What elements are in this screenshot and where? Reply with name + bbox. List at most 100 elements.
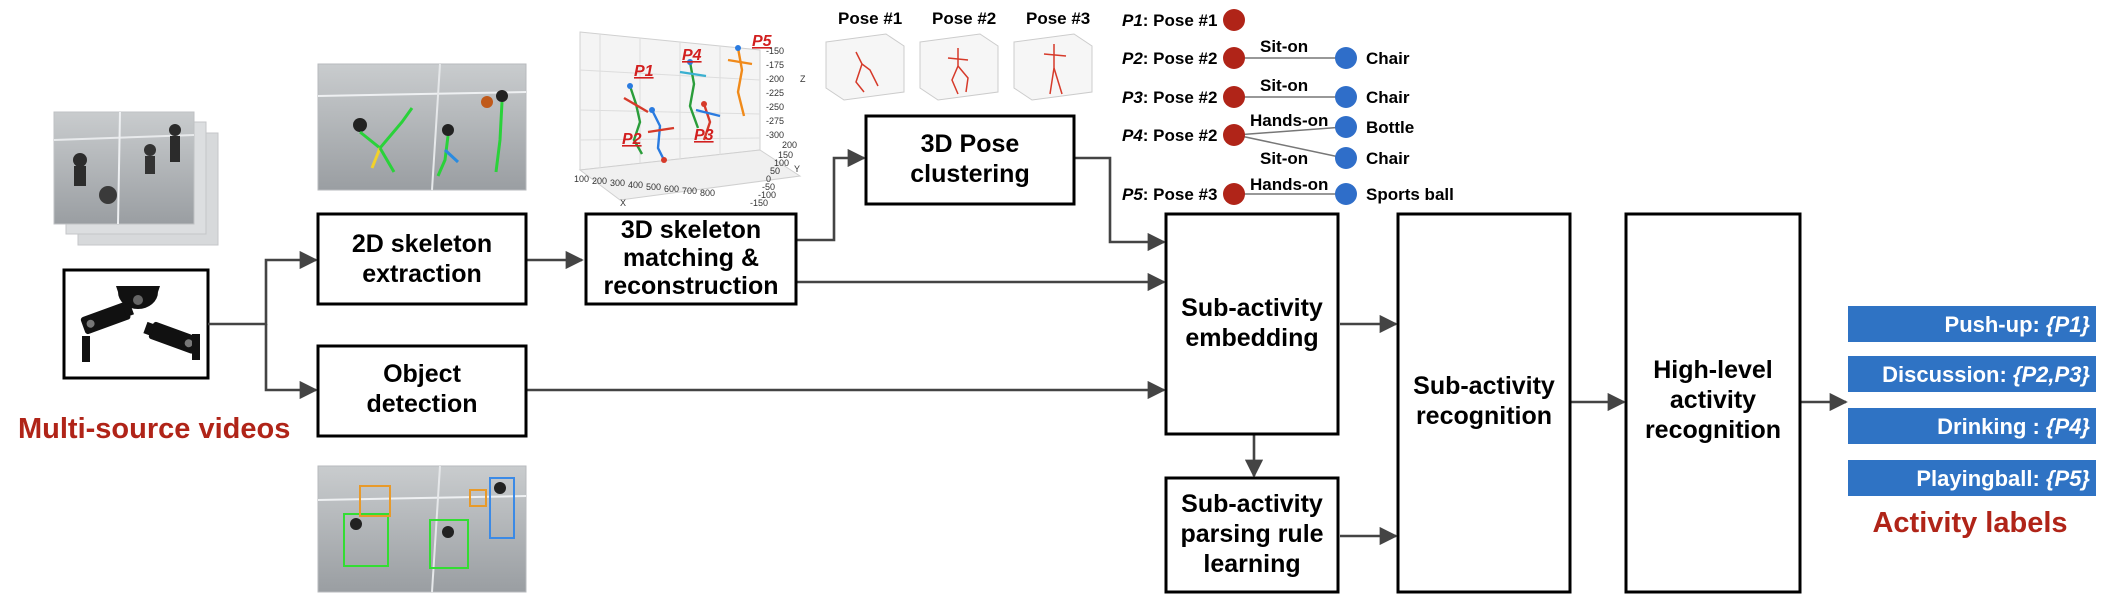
activity-pill: Drinking : {P4} [1848, 408, 2096, 444]
plot-person-label: P5 [752, 33, 773, 50]
plot-person-label: P3 [694, 127, 714, 144]
x-tick: 600 [664, 184, 679, 194]
svg-text:recognition: recognition [1645, 416, 1781, 444]
x-tick: 200 [592, 176, 607, 186]
z-tick: -200 [766, 74, 784, 84]
relation-person: P2: Pose #2 [1122, 49, 1217, 68]
object-node [1335, 47, 1357, 69]
y-tick: -100 [758, 190, 776, 200]
svg-text:High-level: High-level [1653, 356, 1772, 384]
relation-object: Bottle [1366, 118, 1414, 137]
svg-text:embedding: embedding [1185, 324, 1318, 352]
person-node [1223, 183, 1245, 205]
y-tick: -150 [750, 198, 768, 208]
activity-pill: Push-up: {P1} [1848, 306, 2096, 342]
relation-verb: Hands-on [1250, 111, 1328, 130]
x-tick: 800 [700, 188, 715, 198]
svg-text:detection: detection [366, 390, 477, 418]
box-sub-activity-embedding: Sub-activity embedding [1164, 212, 1340, 436]
z-tick: -225 [766, 88, 784, 98]
y-tick: -50 [762, 182, 775, 192]
relation-person: P1: Pose #1 [1122, 11, 1217, 30]
y-tick: 50 [770, 166, 780, 176]
svg-text:3D Pose: 3D Pose [921, 130, 1020, 158]
svg-text:matching &: matching & [623, 244, 759, 272]
camera-icon [80, 286, 200, 362]
relation-object: Chair [1366, 149, 1410, 168]
svg-text:Push-up: {P1}: Push-up: {P1} [1945, 312, 2091, 337]
relation-verb: Sit-on [1260, 149, 1308, 168]
box-object-detection: Object detection [316, 344, 528, 438]
svg-text:recognition: recognition [1416, 402, 1552, 430]
z-tick: -300 [766, 130, 784, 140]
pose-title: Pose #2 [932, 9, 996, 28]
relation-person: P5: Pose #3 [1122, 185, 1217, 204]
relation-object: Chair [1366, 88, 1410, 107]
svg-text:Object: Object [383, 360, 461, 388]
box-3d-pose-clustering: 3D Pose clustering [864, 114, 1076, 206]
x-tick: 400 [628, 180, 643, 190]
z-tick: -150 [766, 46, 784, 56]
activity-labels-title: Activity labels [1872, 507, 2067, 539]
svg-text:Discussion: {P2,P3}: Discussion: {P2,P3} [1882, 362, 2090, 387]
object-node [1335, 147, 1357, 169]
relation-verb: Hands-on [1250, 175, 1328, 194]
y-tick: 200 [782, 140, 797, 150]
z-tick: -250 [766, 102, 784, 112]
svg-text:2D skeleton: 2D skeleton [352, 230, 492, 258]
y-tick: 150 [778, 150, 793, 160]
plot-person-label: P4 [682, 47, 702, 64]
svg-text:Playingball: {P5}: Playingball: {P5} [1916, 466, 2090, 491]
relation-verb: Sit-on [1260, 76, 1308, 95]
y-tick: 100 [774, 158, 789, 168]
svg-text:Sub-activity: Sub-activity [1413, 372, 1555, 400]
person-node [1223, 9, 1245, 31]
box-sub-activity-recognition: Sub-activity recognition [1396, 212, 1572, 594]
activity-pill: Discussion: {P2,P3} [1848, 356, 2096, 392]
y-tick: 0 [766, 174, 771, 184]
object-node [1335, 86, 1357, 108]
x-tick: 100 [574, 174, 589, 184]
svg-text:activity: activity [1670, 386, 1756, 414]
box-high-level-recognition: High-level activity recognition [1624, 212, 1802, 594]
pose-title: Pose #1 [838, 9, 902, 28]
person-node [1223, 47, 1245, 69]
person-node [1223, 86, 1245, 108]
plot-person-label: P1 [634, 63, 654, 80]
relation-graph: P1: Pose #1 P2: Pose #2 Sit-on Chair P3:… [1122, 9, 1454, 205]
activity-pill: Playingball: {P5} [1848, 460, 2096, 496]
object-node [1335, 116, 1357, 138]
video-frame-icon [53, 111, 219, 246]
detection-frame-icon [317, 465, 527, 593]
x-tick: 300 [610, 178, 625, 188]
pose-title: Pose #3 [1026, 9, 1090, 28]
svg-text:parsing rule: parsing rule [1180, 520, 1323, 548]
relation-object: Chair [1366, 49, 1410, 68]
svg-text:Drinking : {P4}: Drinking : {P4} [1937, 414, 2090, 439]
relation-person: P3: Pose #2 [1122, 88, 1217, 107]
relation-person: P4: Pose #2 [1122, 126, 1217, 145]
plot-person-label: P2 [622, 131, 642, 148]
svg-text:extraction: extraction [362, 260, 481, 288]
multi-source-label: Multi-source videos [18, 413, 290, 445]
x-tick: 700 [682, 186, 697, 196]
relation-verb: Sit-on [1260, 37, 1308, 56]
person-node [1223, 124, 1245, 146]
object-node [1335, 183, 1357, 205]
pose-plot-icon: P1 P2 P3 P4 P5 -150 -175 -200 -225 -250 … [574, 31, 806, 208]
relation-object: Sports ball [1366, 185, 1454, 204]
pose-thumbnails: Pose #1 Pose #2 Pose #3 [825, 9, 1093, 101]
svg-text:learning: learning [1203, 550, 1300, 578]
svg-text:Sub-activity: Sub-activity [1181, 490, 1323, 518]
svg-text:Sub-activity: Sub-activity [1181, 294, 1323, 322]
svg-text:reconstruction: reconstruction [603, 272, 778, 300]
z-tick: -275 [766, 116, 784, 126]
x-axis-label: X [620, 198, 626, 208]
flow-arrows [208, 148, 1848, 546]
z-axis-label: Z [800, 74, 806, 84]
box-parsing-rule-learning: Sub-activity parsing rule learning [1164, 476, 1340, 594]
box-2d-skeleton: 2D skeleton extraction [316, 212, 528, 306]
z-tick: -175 [766, 60, 784, 70]
x-tick: 500 [646, 182, 661, 192]
